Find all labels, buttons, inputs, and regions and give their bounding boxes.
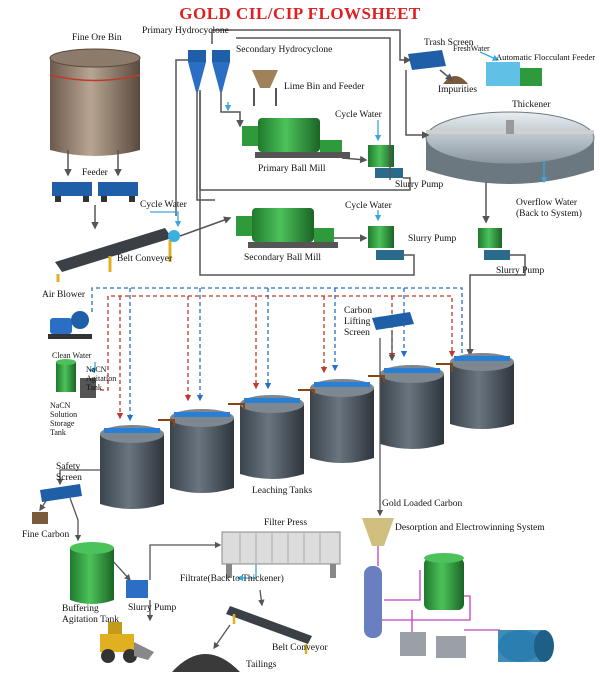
slurry-pump-label-2: Slurry Pump [408,234,457,244]
gold-loaded-carbon-label: Gold Loaded Carbon [382,499,463,509]
leaching-tank [380,365,444,449]
impurities-pile [443,76,468,84]
tailings-pile [172,654,240,672]
thickener-equipment [425,111,595,184]
water-lines [88,51,548,582]
nacn-dosing-line [100,295,456,420]
nacn-agitation-label-3: Tank [86,383,102,392]
carbon-lifting-screen-label-1: Carbon [344,306,372,316]
lime-bin-label: Lime Bin and Feeder [284,82,365,92]
safety-screen-label-2: Screen [56,473,82,483]
secondary-ball-mill-equipment [236,208,338,248]
carbon-lifting-screen-label-2: Lifting [344,317,371,327]
primary-ball-mill-label: Primary Ball Mill [258,164,326,174]
air-distribution-line [91,287,463,422]
wheel-loader [100,622,154,663]
nacn-storage-label-4: Tank [50,428,66,437]
fine-carbon-box [32,512,48,524]
slurry-pump-2-equipment [368,226,404,260]
leaching-tank [240,395,304,479]
tailings-label: Tailings [246,660,277,670]
fine-ore-bin-label: Fine Ore Bin [72,33,122,43]
flocculant-feeder-label: Automatic Flocculant Feeder [496,52,596,62]
slurry-pump-label-1: Slurry Pump [395,180,444,190]
tank-overflow-pipes [158,363,453,426]
trash-screen-equipment [408,50,446,70]
safety-screen-label-1: Safety [56,462,81,472]
fine-carbon-label: Fine Carbon [22,530,70,540]
fresh-water-label: FreshWater [453,44,490,53]
buffering-tank-label-2: Agitation Tank [62,615,119,625]
buffering-agitation-tank-equipment [70,542,114,604]
belt-conveyor-equipment [226,606,312,654]
air-blower-label: Air Blower [42,290,86,300]
process-flow-lines [175,29,526,357]
safety-screen-equipment [40,484,82,502]
slurry-pump-3-equipment [478,228,510,260]
carbon-lifting-screen-label-3: Screen [344,328,370,338]
fine-ore-bin [49,48,141,156]
flocculant-feeder-equipment [486,62,542,86]
carbon-lifting-screen-equipment [372,312,414,330]
back-to-system-label: (Back to System) [516,209,582,219]
secondary-ball-mill-label: Secondary Ball Mill [244,253,322,263]
filter-press-equipment [221,531,341,578]
nacn-storage-label-2: Solution [50,410,78,419]
filtrate-label: Filtrate(Back to Thickener) [180,574,284,584]
leaching-tank [100,425,164,509]
leaching-tanks-label: Leaching Tanks [252,486,313,496]
nacn-storage-label-1: NaCN [50,401,71,410]
primary-hydrocyclone-label: Primary Hydrocyclone [142,26,229,36]
nacn-storage-tank-equipment [80,378,96,398]
carbon-flow-lines [39,330,396,650]
thickener-label: Thickener [512,100,551,110]
slurry-pump-1-equipment [368,145,403,178]
filter-press-label: Filter Press [264,518,308,528]
nacn-agitation-tank-equipment [56,359,76,392]
secondary-hydrocyclone-equipment [212,50,230,92]
belt-conveyer-equipment [55,228,180,282]
leaching-tank [170,409,234,493]
air-blower-equipment [48,311,92,339]
impurities-label: Impurities [438,85,478,95]
buffering-tank-label-1: Buffering [62,604,99,614]
desorption-electrowinning-system [362,518,554,662]
cycle-water-left-label: Cycle Water [140,200,187,210]
slurry-pump-4-equipment [126,580,148,598]
leaching-tank [450,353,514,429]
overflow-water-label: Overflow Water [516,198,578,208]
trash-screen-label: Trash Screen [424,38,474,48]
belt-conveyor-label: Belt Conveyor [272,643,328,653]
leaching-tank [310,379,374,463]
nacn-agitation-label-1: NaCN [86,365,107,374]
belt-conveyer-label: Belt Conveyer [117,254,173,264]
secondary-hydrocyclone-label: Secondary Hydrocyclone [236,45,333,55]
nacn-agitation-label-2: Agitation [86,374,117,383]
feeder-equipment [52,182,138,202]
leaching-tanks [100,353,514,509]
desorption-label: Desorption and Electrowinning System [395,523,545,533]
primary-hydrocyclone-equipment [188,50,206,92]
lime-bin-equipment [252,70,278,106]
slurry-pump-label-3: Slurry Pump [496,266,545,276]
nacn-storage-label-3: Storage [50,419,75,428]
cycle-water-label-1: Cycle Water [335,110,382,120]
slurry-pump-label-4: Slurry Pump [128,603,177,613]
cycle-water-label-2: Cycle Water [345,201,392,211]
feeder-label: Feeder [82,168,108,178]
primary-ball-mill-equipment [242,118,350,158]
flowsheet-title: GOLD CIL/CIP FLOWSHEET [179,4,421,23]
clean-water-label: Clean Water [52,351,92,360]
